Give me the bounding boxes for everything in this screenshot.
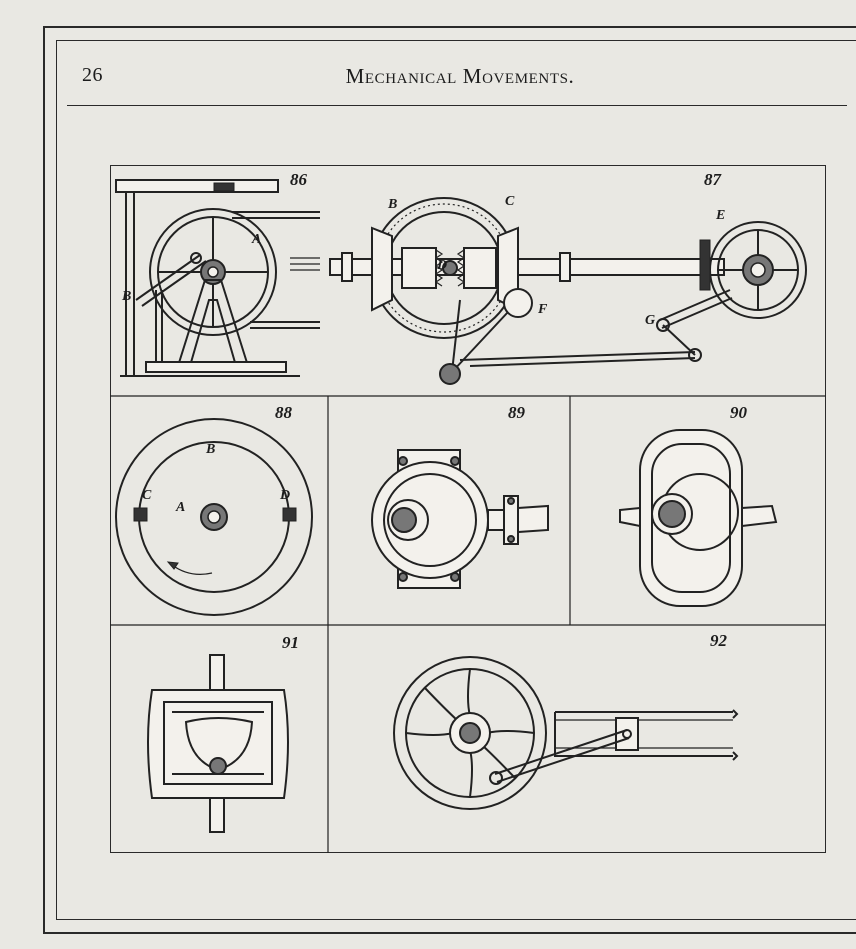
figure-87-label-g: G — [645, 313, 656, 328]
figure-88-number: 88 — [275, 403, 292, 422]
figure-87-label-b: B — [388, 197, 398, 212]
figure-91-number: 91 — [282, 633, 299, 652]
figure-87-label-c: C — [505, 194, 515, 209]
figure-92-number: 92 — [710, 631, 727, 650]
running-head: Mechanical Movements. — [345, 64, 575, 88]
figure-87-number: 87 — [704, 170, 721, 189]
figure-87-label-f: F — [538, 302, 548, 317]
figure-plate — [110, 165, 826, 853]
figure-86-label-a: A — [252, 232, 262, 247]
figure-86-number: 86 — [290, 170, 307, 189]
figure-88-label-a: A — [176, 500, 186, 515]
page-border-outer — [43, 26, 856, 934]
page-border-inner — [56, 40, 856, 920]
figure-90-number: 90 — [730, 403, 747, 422]
figure-88-label-c: C — [142, 488, 152, 503]
figure-87-label-d: D — [437, 258, 448, 273]
figure-86-label-b: B — [122, 289, 132, 304]
figure-89-number: 89 — [508, 403, 525, 422]
header-rule — [67, 105, 847, 106]
figure-88-label-d: D — [280, 488, 291, 503]
figure-87-label-e: E — [716, 208, 726, 223]
figure-88-label-b: B — [206, 442, 216, 457]
page-number: 26 — [82, 64, 103, 86]
